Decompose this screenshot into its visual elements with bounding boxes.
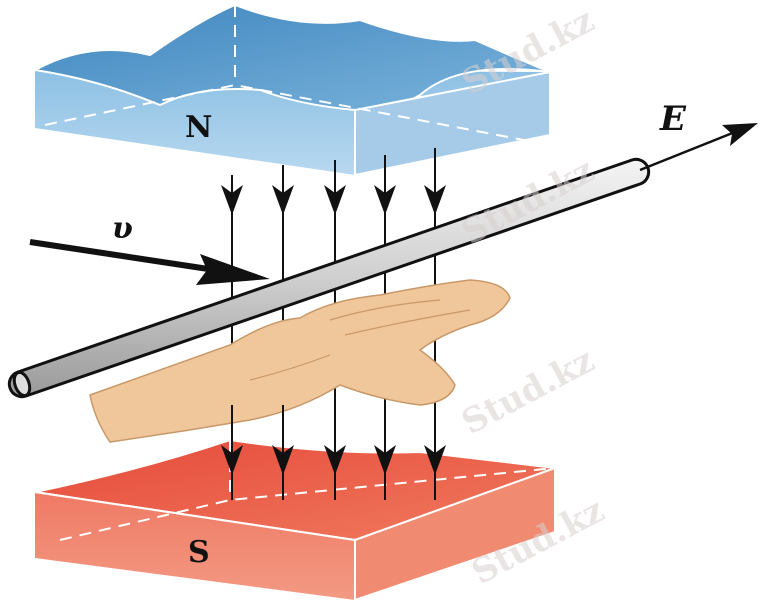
field-arrowhead [324, 185, 346, 215]
velocity-arrow: υ [29, 211, 270, 285]
south-magnet: S [34, 438, 556, 600]
field-arrowhead [272, 185, 294, 215]
watermark-text: Stud.kz [455, 340, 600, 443]
field-arrowhead [374, 185, 396, 215]
velocity-label: υ [112, 211, 133, 246]
north-pole-label: N [185, 110, 212, 145]
north-magnet: N [31, 3, 551, 177]
conductor-rod [7, 157, 651, 399]
right-hand [89, 279, 511, 443]
emf-direction-arrow: E [639, 99, 758, 172]
emf-label: E [659, 99, 687, 139]
south-pole-label: S [188, 535, 210, 570]
field-arrowhead [221, 185, 243, 215]
field-arrowhead [424, 185, 446, 215]
field-lines-lower [221, 405, 446, 500]
